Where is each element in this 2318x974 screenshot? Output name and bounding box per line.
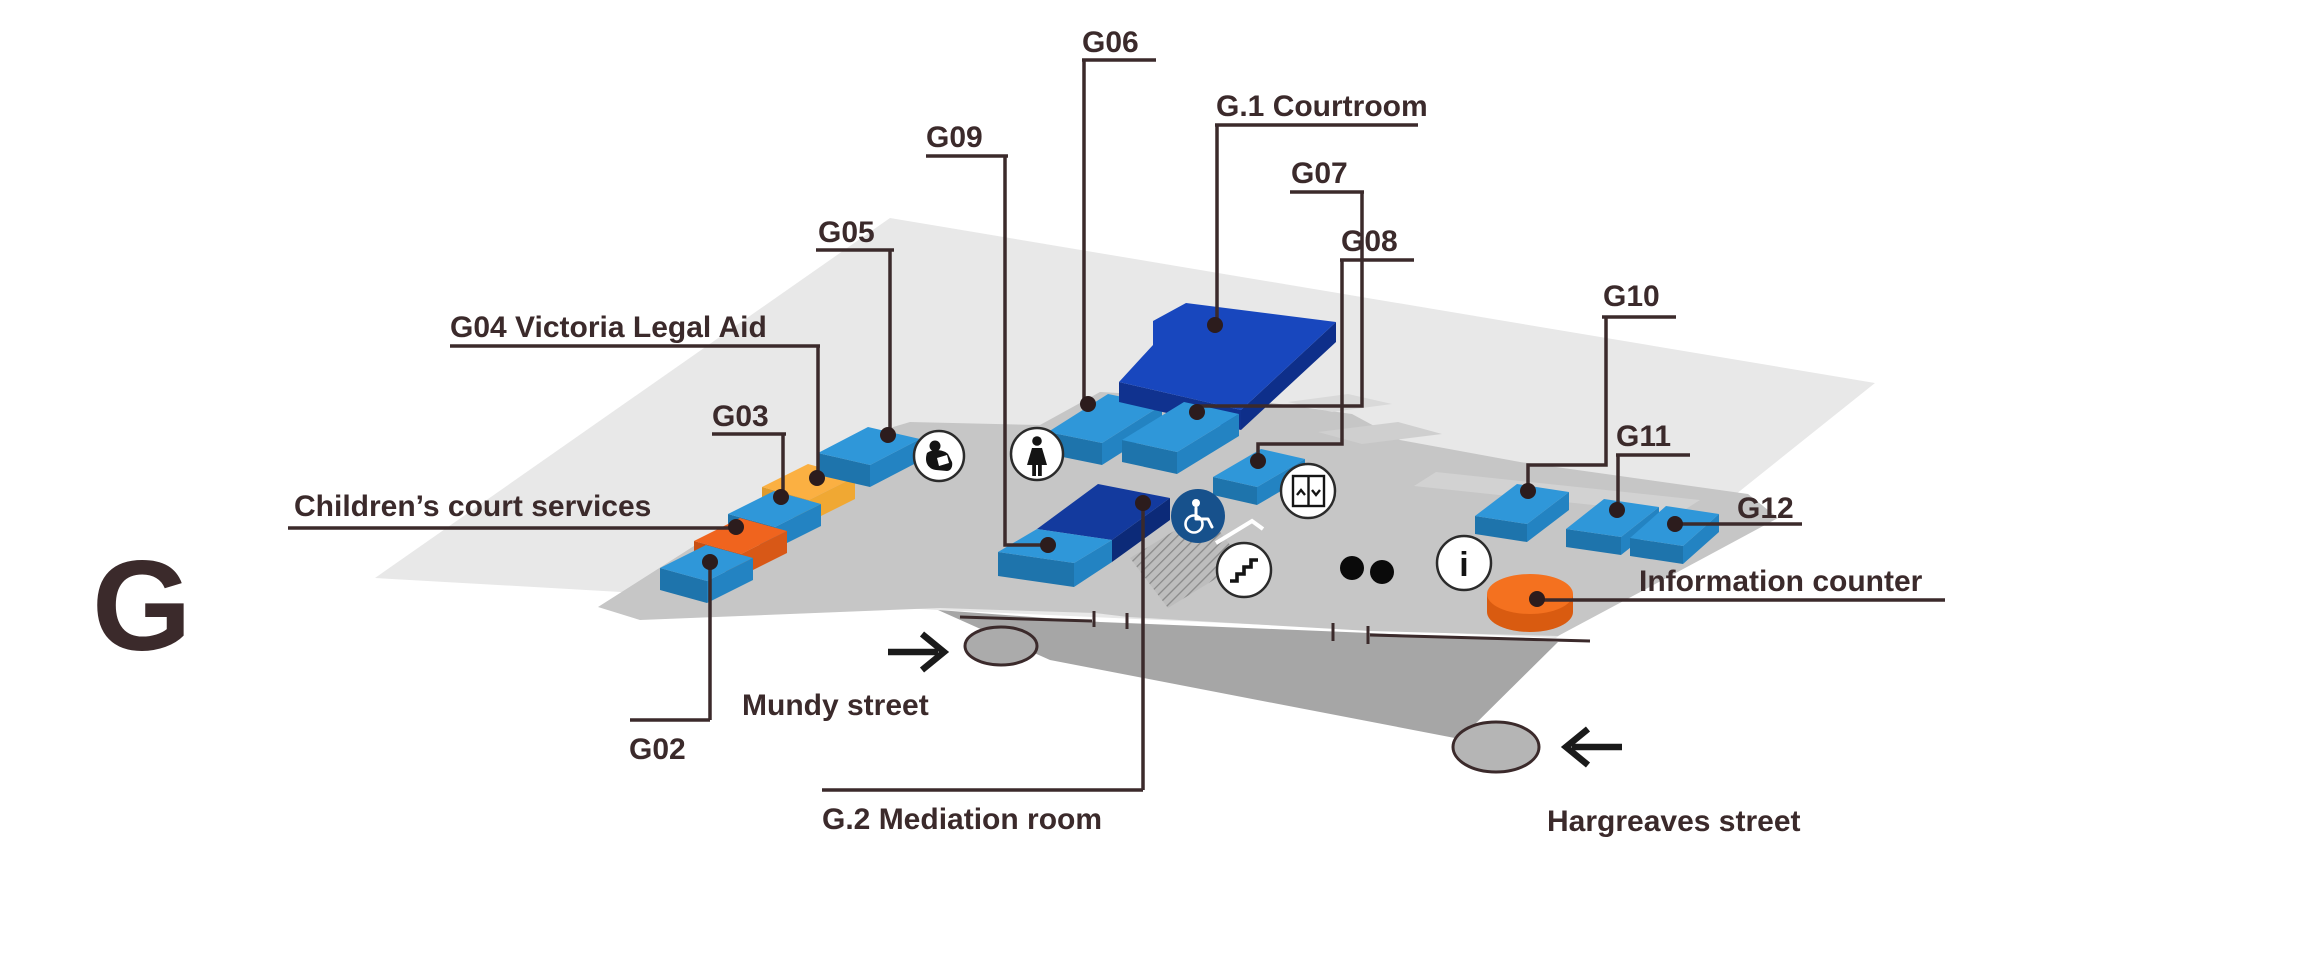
leader-g11 (1616, 453, 1690, 507)
information-icon: i (1435, 534, 1493, 592)
mundy-street-arrow-icon (888, 631, 950, 673)
label-g2-mediation: G.2 Mediation room (822, 803, 1102, 836)
room-block-g09 (998, 529, 1112, 587)
leader-dot-information-counter (1529, 591, 1545, 607)
leader-g02 (630, 566, 712, 722)
label-g1-courtroom: G.1 Courtroom (1216, 90, 1428, 123)
leader-dot-g05 (880, 427, 896, 443)
accessible-route-outline (1214, 518, 1265, 545)
leader-dot-g07 (1189, 404, 1205, 420)
leader-dot-g04 (809, 470, 825, 486)
room-block-g2-mediation (1037, 484, 1170, 562)
leader-dot-g11 (1609, 502, 1625, 518)
leader-g06 (1082, 58, 1156, 404)
label-g09: G09 (926, 121, 983, 154)
floor-step (1318, 422, 1442, 444)
leader-dot-g02 (702, 554, 718, 570)
floor-letter: G (92, 535, 192, 678)
label-g02: G02 (629, 733, 686, 766)
leader-g08 (1256, 258, 1414, 458)
label-g05: G05 (818, 216, 875, 249)
label-g04: G04 Victoria Legal Aid (450, 311, 767, 344)
information-counter-block (1487, 574, 1573, 632)
label-g10: G10 (1603, 280, 1660, 313)
front-walkway (938, 610, 1558, 739)
leader-dot-g12 (1667, 516, 1683, 532)
label-g07: G07 (1291, 157, 1348, 190)
information-icon-letter: i (1459, 546, 1468, 584)
leader-dot-g08 (1250, 453, 1266, 469)
leader-dot-g03 (773, 489, 789, 505)
leader-g03 (712, 432, 786, 494)
wheelchair-accessible-icon (1171, 489, 1225, 543)
label-g12: G12 (1737, 492, 1794, 525)
hargreaves-street-arrow-icon (1560, 726, 1622, 768)
front-wall-lines (959, 611, 1591, 644)
leader-g05 (816, 248, 894, 432)
leader-dot-g06 (1080, 396, 1096, 412)
leader-g10 (1526, 315, 1676, 488)
label-information-counter: Information counter (1639, 565, 1923, 598)
label-g03: G03 (712, 400, 769, 433)
label-hargreaves-street: Hargreaves street (1547, 805, 1801, 838)
leader-dot-g1 (1207, 317, 1223, 333)
stairs-icon (1215, 541, 1273, 599)
label-g11: G11 (1616, 420, 1671, 453)
label-childrens-court-services: Children’s court services (294, 490, 651, 523)
leader-dot-g2 (1135, 495, 1151, 511)
column-dot (1370, 560, 1394, 584)
label-g06: G06 (1082, 26, 1139, 59)
leader-g09 (926, 154, 1044, 547)
mundy-entrance-ellipse (963, 625, 1039, 667)
female-toilet-icon (1009, 426, 1065, 482)
label-g08: G08 (1341, 225, 1398, 258)
elevator-icon (1279, 462, 1337, 520)
room-block-g07 (1122, 402, 1239, 474)
leader-g1-courtroom (1215, 123, 1418, 322)
leader-g04 (450, 344, 820, 475)
leader-dot-g09 (1040, 537, 1056, 553)
hargreaves-entrance-ellipse (1451, 720, 1541, 774)
label-mundy-street: Mundy street (742, 689, 929, 722)
leader-dot-g10 (1520, 483, 1536, 499)
leader-dot-childrens (728, 519, 744, 535)
column-dot (1340, 556, 1364, 580)
room-block-g10 (1475, 484, 1569, 542)
leader-g2-mediation (822, 507, 1145, 792)
parents-room-icon (912, 429, 966, 483)
